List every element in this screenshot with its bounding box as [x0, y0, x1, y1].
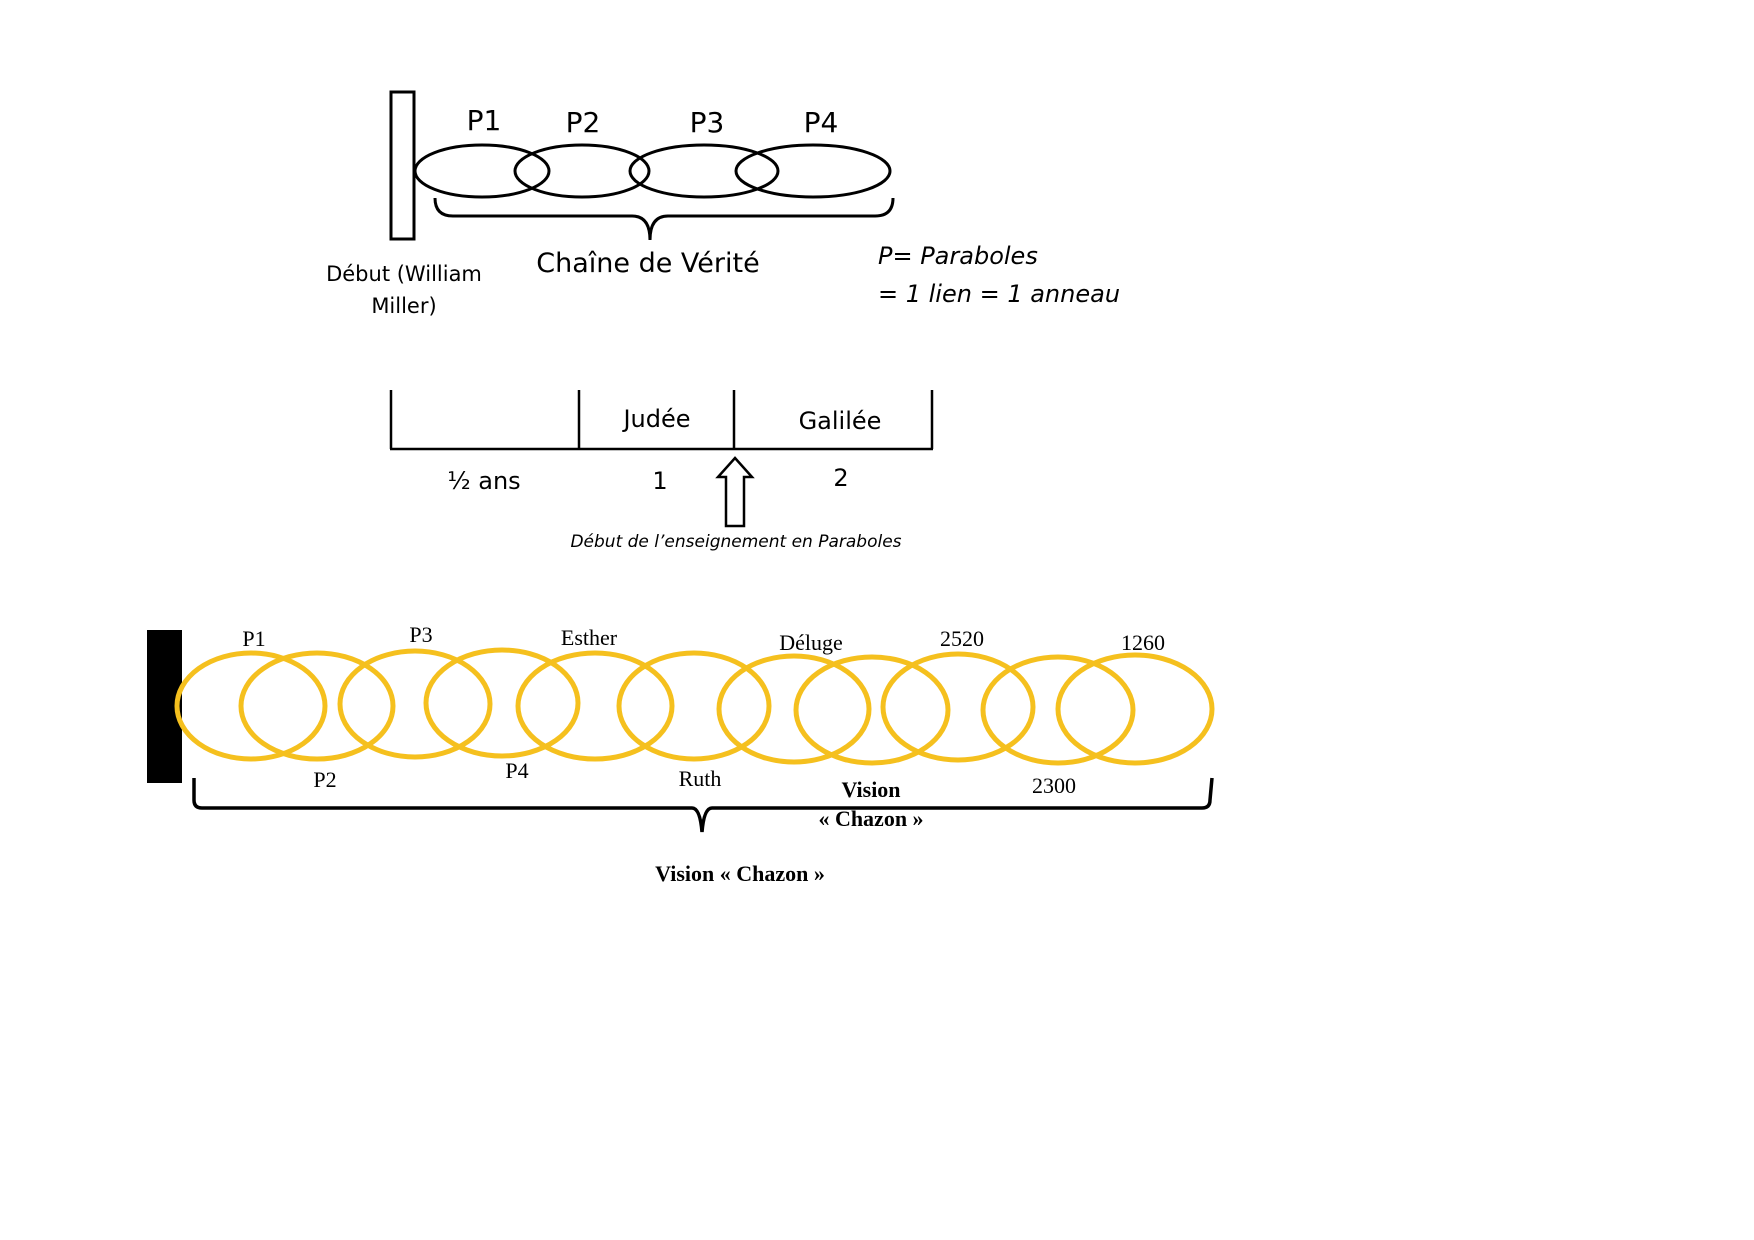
- vision-chain-rings: [174, 647, 1215, 766]
- vision-chain-label: Vision « Chazon »: [655, 861, 825, 886]
- truth-chain-brace: [433, 197, 895, 241]
- vision-inner-label-line2: « Chazon »: [818, 806, 923, 831]
- vision-label-p3: P3: [409, 622, 432, 647]
- gold-ring-6: [616, 650, 772, 762]
- gold-ring-9: [880, 651, 1036, 763]
- vision-chain-brace: [192, 777, 1214, 833]
- vision-chain: P1 P3 Esther Déluge 2520 1260 P2 P4 Ruth…: [147, 622, 1215, 886]
- gold-ring-7: [716, 653, 872, 765]
- ring-label-p3: P3: [690, 106, 725, 139]
- legend-line2: = 1 lien = 1 anneau: [878, 280, 1120, 308]
- vision-label-2520: 2520: [940, 626, 984, 651]
- timeline-duration-half-year: ½ ans: [447, 467, 520, 495]
- gold-ring-8: [793, 654, 951, 766]
- timeline-segment-galilee: Galilée: [799, 407, 882, 435]
- timeline: Judée Galilée ½ ans 1 2 Début de l’ensei…: [389, 390, 934, 552]
- gold-ring-4: [423, 647, 581, 759]
- ring-p3: [628, 143, 780, 199]
- vision-chain-bottom-labels: P2 P4 Ruth 2300: [313, 758, 1076, 798]
- up-arrow-icon: [715, 456, 755, 528]
- ring-label-p1: P1: [467, 104, 502, 137]
- ring-label-p2: P2: [566, 106, 601, 139]
- truth-chain-ring-labels: P1 P2 P3 P4: [467, 104, 839, 139]
- gold-ring-10: [980, 654, 1136, 766]
- vision-label-1260: 1260: [1121, 630, 1165, 655]
- start-label-line2: Miller): [371, 294, 436, 318]
- start-post: [389, 90, 416, 241]
- vision-label-esther: Esther: [561, 625, 618, 650]
- gold-ring-2: [238, 650, 396, 762]
- ring-p1: [413, 143, 551, 199]
- vision-label-2300: 2300: [1032, 773, 1076, 798]
- vision-label-deluge: Déluge: [779, 630, 843, 655]
- truth-chain: P1 P2 P3 P4 Chaîne de Vérité Début (Will…: [326, 90, 1120, 318]
- ring-label-p4: P4: [804, 106, 839, 139]
- gold-ring-1: [174, 650, 328, 762]
- timeline-duration-two: 2: [833, 464, 848, 492]
- vision-label-p1: P1: [242, 626, 265, 651]
- gold-ring-11: [1055, 652, 1215, 766]
- gold-ring-3: [337, 648, 493, 760]
- arrow-caption: Début de l’enseignement en Paraboles: [570, 532, 901, 552]
- vision-inner-label-line1: Vision: [841, 777, 900, 802]
- vision-label-p2: P2: [313, 767, 336, 792]
- vision-label-p4: P4: [505, 758, 528, 783]
- gold-ring-5: [515, 650, 675, 762]
- legend-line1: P= Paraboles: [878, 242, 1038, 270]
- ring-p4: [734, 143, 892, 199]
- timeline-segment-judea: Judée: [621, 405, 690, 433]
- vision-label-ruth: Ruth: [679, 766, 722, 791]
- start-label-line1: Début (William: [326, 262, 482, 286]
- truth-chain-rings: [413, 143, 892, 199]
- vision-chain-top-labels: P1 P3 Esther Déluge 2520 1260: [242, 622, 1165, 655]
- truth-chain-label: Chaîne de Vérité: [536, 248, 759, 279]
- ring-p2: [513, 143, 651, 199]
- timeline-duration-one: 1: [652, 467, 667, 495]
